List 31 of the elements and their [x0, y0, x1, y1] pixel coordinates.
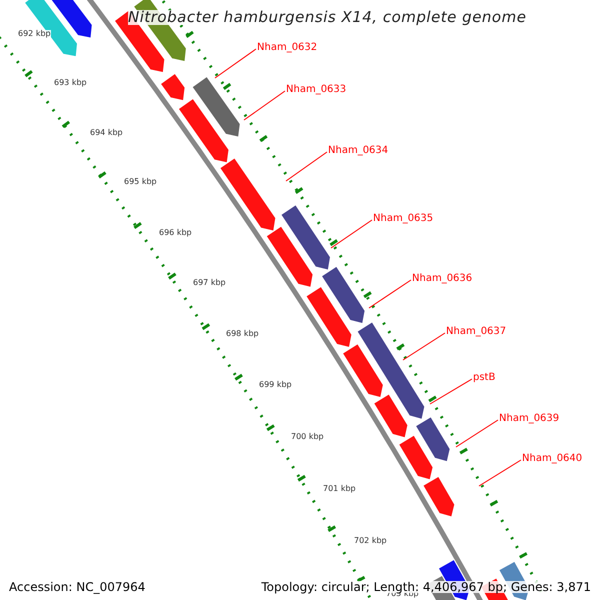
- footer-text: Accession: NC_007964: [9, 581, 146, 593]
- diagram-title: Nitrobacter hamburgensis X14, complete genome: [128, 10, 526, 25]
- scale-label: 693 kbp: [54, 79, 87, 87]
- leader-line: [214, 48, 256, 78]
- scale-label: 699 kbp: [259, 381, 292, 389]
- gene-label: Nham_0632: [257, 43, 318, 53]
- scale-label: 692 kbp: [18, 30, 51, 38]
- gene-label: Nham_0639: [499, 414, 560, 424]
- leader-line: [456, 420, 498, 448]
- scale-label: 698 kbp: [226, 330, 259, 338]
- leader-line: [368, 280, 412, 308]
- scale-label: 694 kbp: [90, 129, 123, 137]
- scale-label: 702 kbp: [354, 537, 387, 545]
- scale-label: 696 kbp: [159, 229, 192, 237]
- leader-line: [430, 378, 472, 404]
- gene-label: Nham_0633: [286, 85, 346, 95]
- leader-line: [286, 152, 328, 182]
- gene-label: Nham_0635: [373, 214, 434, 224]
- gene-label: pstB: [473, 373, 496, 383]
- scale-label: 701 kbp: [323, 485, 356, 493]
- scale-label: 700 kbp: [291, 433, 324, 441]
- leader-line: [478, 460, 522, 486]
- leader-line: [330, 220, 372, 248]
- gene-label: Nham_0637: [446, 327, 506, 337]
- scale-label: 695 kbp: [124, 178, 157, 186]
- leader-line: [244, 90, 286, 120]
- leader-line: [402, 332, 446, 360]
- gene-label: Nham_0634: [328, 146, 388, 156]
- gene-label: Nham_0640: [522, 454, 582, 464]
- gene-label: Nham_0636: [412, 274, 472, 284]
- scale-label: 697 kbp: [193, 279, 226, 287]
